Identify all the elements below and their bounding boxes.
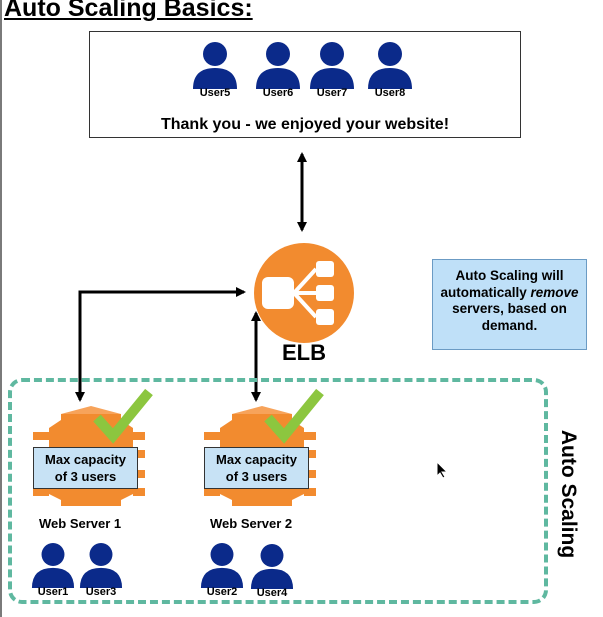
elb-label: ELB — [282, 340, 326, 365]
user-icon — [200, 543, 244, 588]
auto-scaling-note: Auto Scaling will automatically remove s… — [432, 259, 587, 350]
server-label: Web Server 2 — [210, 516, 293, 531]
check-icon — [264, 388, 324, 444]
user-icon — [368, 42, 412, 89]
user-label: User7 — [316, 87, 348, 99]
note-line: servers, based on — [452, 301, 567, 316]
user-label: User5 — [199, 87, 231, 99]
window-edge — [0, 0, 2, 617]
user-icon — [193, 42, 237, 89]
capacity-box: Max capacity of 3 users — [204, 447, 309, 489]
auto-scaling-group — [8, 378, 548, 604]
capacity-text: Max capacity — [45, 452, 126, 467]
user-icon — [31, 543, 75, 588]
user-figure: User2 — [197, 542, 247, 598]
thank-you-message: Thank you - we enjoyed your website! — [160, 116, 450, 133]
elb-server1-arrow — [75, 287, 246, 402]
capacity-box: Max capacity of 3 users — [33, 447, 138, 489]
check-icon — [93, 388, 153, 444]
auto-scaling-label: Auto Scaling — [557, 429, 580, 559]
user-label: User1 — [37, 586, 69, 598]
users-panel: User5 User6 User7 User8 Thank you - we e… — [89, 31, 521, 138]
capacity-text: Max capacity — [216, 452, 297, 467]
user-label: User6 — [262, 87, 294, 99]
capacity-text: of 3 users — [225, 469, 288, 484]
web-server-1: Max capacity of 3 users — [33, 388, 163, 518]
mouse-cursor-icon — [436, 461, 448, 479]
server-label: Web Server 1 — [39, 516, 122, 531]
user-icon — [79, 543, 123, 588]
user-label: User8 — [374, 87, 406, 99]
user-label: User4 — [256, 587, 288, 599]
user-icon — [256, 42, 300, 89]
user-figure: User1 — [28, 542, 78, 598]
user-icon — [250, 544, 294, 589]
note-line: Auto Scaling will — [455, 268, 564, 283]
capacity-text: of 3 users — [54, 469, 117, 484]
user-label: User3 — [85, 586, 117, 598]
page-title: Auto Scaling Basics: — [4, 0, 253, 22]
user-figure: User3 — [76, 542, 126, 598]
note-line: demand. — [481, 317, 538, 333]
note-emphasis: remove — [530, 284, 579, 300]
user-figure: User8 — [365, 41, 415, 99]
user-label: User2 — [206, 586, 238, 598]
user-figure: User6 — [253, 41, 303, 99]
note-line: automatically remove — [440, 284, 579, 300]
web-server-2: Max capacity of 3 users — [204, 388, 334, 518]
user-icon — [310, 42, 354, 89]
user-figure: User7 — [307, 41, 357, 99]
elb-icon — [254, 243, 354, 343]
user-figure: User5 — [190, 41, 240, 99]
user-figure: User4 — [247, 543, 297, 599]
